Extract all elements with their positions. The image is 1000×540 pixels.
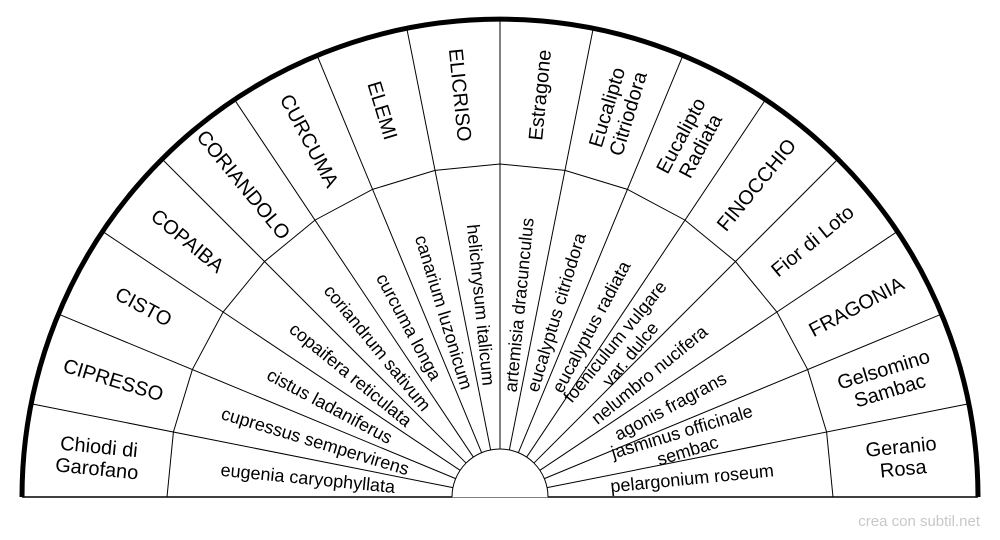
spoke bbox=[533, 158, 839, 464]
wheel-lines bbox=[19, 16, 981, 498]
sector-elicriso-name: ELICRISO bbox=[444, 48, 475, 143]
sector-geranio-rosa-latin-line: pelargonium roseum bbox=[609, 460, 774, 496]
sector-eucalipto-radiata-name: EucaliptoRadiata bbox=[653, 95, 731, 188]
sector-curcuma-name: CURCUMA bbox=[275, 91, 343, 192]
spoke bbox=[102, 231, 461, 471]
sector-fragonia-name-line: FRAGONIA bbox=[806, 273, 909, 342]
spoke bbox=[546, 403, 969, 489]
spoke bbox=[544, 313, 942, 480]
sector-fior-di-loto-name-line: Fior di Loto bbox=[767, 201, 858, 281]
sector-elemi-name-line: ELEMI bbox=[363, 79, 401, 143]
sector-elicriso-name-line: ELICRISO bbox=[444, 48, 475, 143]
spoke bbox=[316, 55, 483, 453]
spoke bbox=[517, 55, 684, 453]
sector-estragone-name: Estragone bbox=[525, 49, 556, 142]
spoke bbox=[508, 28, 594, 451]
sector-copaiba-name: COPAIBA bbox=[146, 205, 228, 278]
sector-copaiba-name-line: COPAIBA bbox=[146, 205, 228, 278]
spoke bbox=[58, 313, 456, 480]
sector-cipresso-name: CIPRESSO bbox=[60, 355, 165, 406]
spoke bbox=[526, 99, 766, 458]
spoke bbox=[234, 99, 474, 458]
sector-cipresso-name-line: CIPRESSO bbox=[60, 355, 165, 406]
sector-coriandolo-name-line: CORIANDOLO bbox=[192, 126, 294, 244]
sector-coriandolo-name: CORIANDOLO bbox=[192, 126, 294, 244]
sector-cisto-name: CISTO bbox=[111, 283, 175, 331]
spoke bbox=[406, 28, 492, 451]
sector-cisto-name-line: CISTO bbox=[111, 283, 175, 331]
spoke bbox=[31, 403, 454, 489]
sector-finocchio-name-line: FINOCCHIO bbox=[713, 135, 801, 236]
spoke bbox=[539, 231, 898, 471]
sector-chiodi-di-garofano-name: Chiodi diGarofano bbox=[54, 432, 141, 484]
sector-elemi-name: ELEMI bbox=[363, 79, 401, 143]
sector-estragone-name-line: Estragone bbox=[525, 49, 556, 142]
outer-arc bbox=[19, 16, 981, 498]
sector-gelsomino-sambac-name: GelsominoSambac bbox=[835, 346, 939, 416]
spoke bbox=[161, 158, 467, 464]
sector-fragonia-name: FRAGONIA bbox=[806, 273, 909, 342]
credit-text: crea con subtil.net bbox=[858, 513, 980, 530]
sector-geranio-rosa-latin: pelargonium roseum bbox=[609, 460, 774, 496]
sector-eucalipto-citriodora-name: EucaliptoCitriodora bbox=[585, 62, 653, 159]
sector-fior-di-loto-name: Fior di Loto bbox=[767, 201, 858, 281]
sector-finocchio-name: FINOCCHIO bbox=[713, 135, 801, 236]
sector-curcuma-name-line: CURCUMA bbox=[275, 91, 343, 192]
inner-hub bbox=[451, 448, 549, 498]
sector-geranio-rosa-name: GeranioRosa bbox=[865, 433, 940, 484]
sector-geranio-rosa-name-line: Rosa bbox=[879, 456, 928, 483]
